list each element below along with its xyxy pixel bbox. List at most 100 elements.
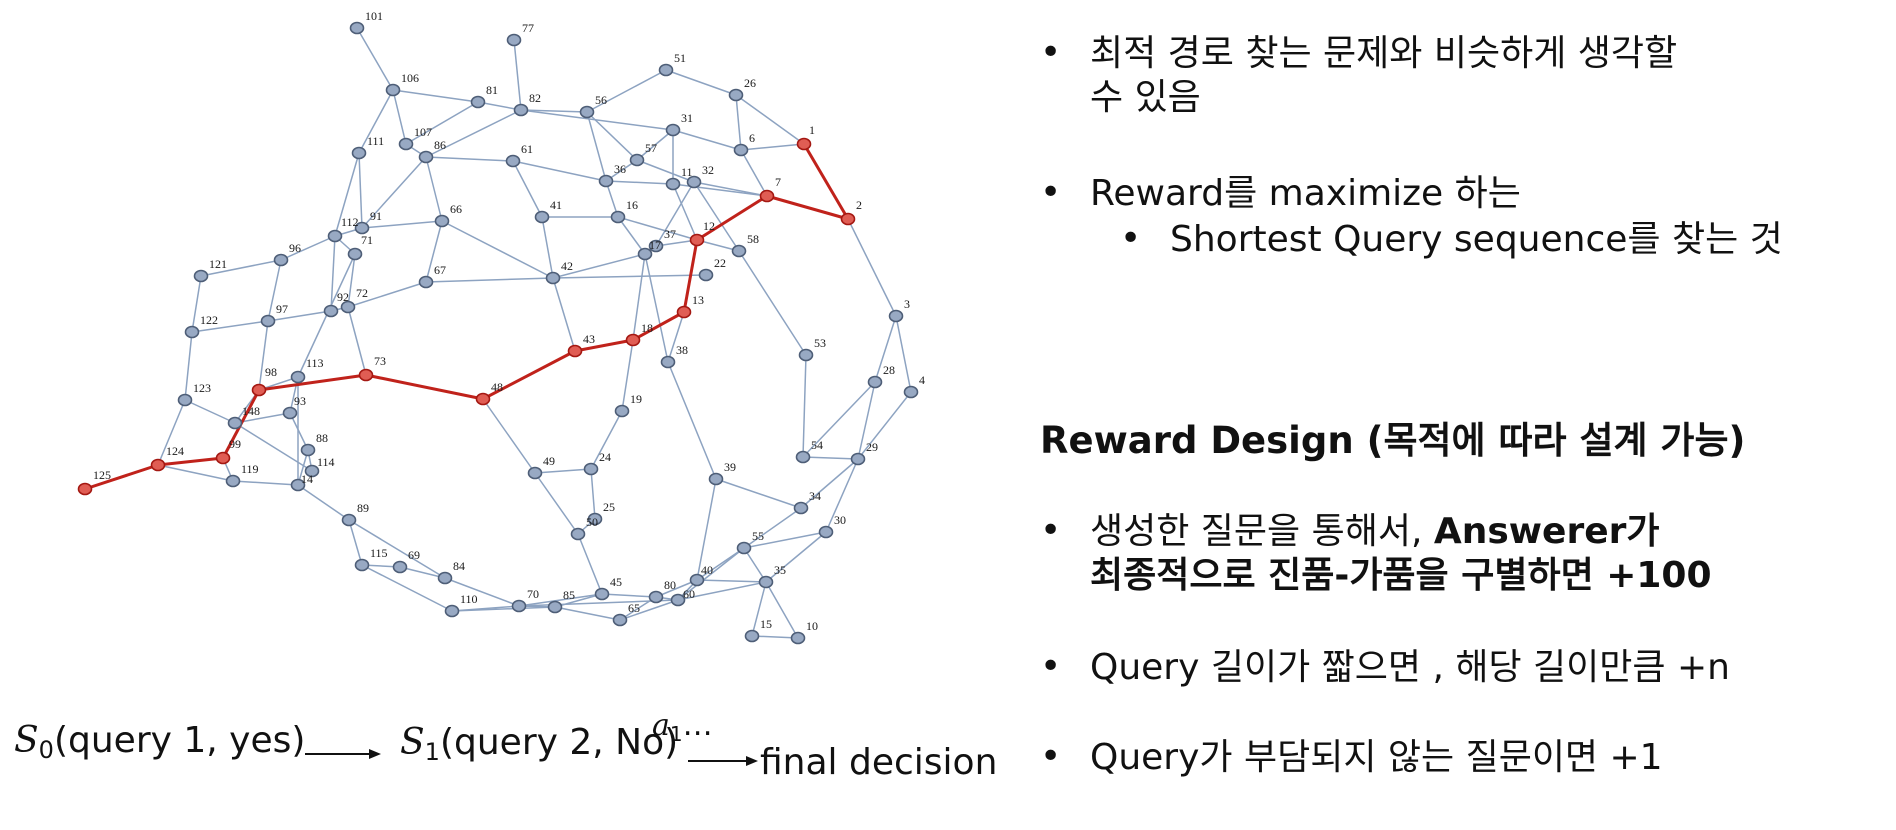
node-label: 54 <box>811 438 823 452</box>
graph-edge <box>554 606 621 621</box>
node-label: 53 <box>814 336 826 350</box>
node-label: 50 <box>586 515 598 529</box>
node-label: 82 <box>529 91 541 105</box>
graph-node <box>534 210 550 224</box>
node-label: 36 <box>614 162 626 176</box>
node-label: 11 <box>681 165 693 179</box>
graph-edge <box>513 39 522 111</box>
s1-text: (query 2, No) <box>439 722 679 763</box>
graph-node <box>648 590 664 604</box>
graph-edge <box>258 320 269 391</box>
graph-edge <box>234 412 291 424</box>
bullet-text: 생성한 질문을 통해서, Answerer가 최종적으로 진품-가품을 구별하면… <box>1090 510 1712 598</box>
node-label: 96 <box>289 241 301 255</box>
graph-edge <box>534 468 592 474</box>
node-label: 7 <box>775 175 781 189</box>
graph-edge <box>802 456 859 460</box>
graph-node <box>505 154 521 168</box>
final-decision: final decision <box>760 742 997 783</box>
graph-edge <box>857 381 876 460</box>
graph-edge <box>425 109 522 158</box>
graph-edge <box>740 149 768 197</box>
s0-text: (query 1, yes) <box>53 720 306 761</box>
graph-edge <box>520 109 588 113</box>
node-label: 110 <box>460 592 478 606</box>
graph-edge <box>234 422 313 472</box>
graph-node <box>323 304 339 318</box>
node-label: 92 <box>337 290 349 304</box>
node-label: 22 <box>714 256 726 270</box>
graph-node <box>354 558 370 572</box>
graph-edge <box>672 129 742 151</box>
graph-edge <box>617 216 646 255</box>
node-label: 97 <box>276 302 288 316</box>
path-edge <box>766 194 849 221</box>
bullet-dot: • <box>1040 32 1062 73</box>
path-edge <box>258 373 367 392</box>
graph-node <box>354 221 370 235</box>
node-label: 61 <box>521 142 533 156</box>
graph-node <box>660 355 676 369</box>
graph-edge <box>361 564 453 612</box>
graph-edge <box>347 253 356 308</box>
graph-edge <box>693 181 768 197</box>
bullet-line: 생성한 질문을 통해서, Answerer가 <box>1090 510 1712 554</box>
text-run: 최적 경로 찾는 문제와 비슷하게 생각할 <box>1090 33 1678 74</box>
node-label: 3 <box>904 297 910 311</box>
bullet-dot: • <box>1040 736 1062 777</box>
graph-edge <box>751 581 767 637</box>
graph-edge <box>356 27 394 91</box>
graph-node <box>790 631 806 645</box>
graph-edge <box>735 94 742 151</box>
node-label: 84 <box>453 559 465 573</box>
graph-node <box>665 177 681 191</box>
node-label: 125 <box>93 468 111 482</box>
node-label: 58 <box>747 232 759 246</box>
state-s0: S0(query 1, yes) <box>14 720 305 764</box>
bullet-dot: • <box>1040 172 1062 213</box>
node-label: 51 <box>674 51 686 65</box>
graph-edge <box>577 533 603 595</box>
graph-node <box>418 150 434 164</box>
node-label: 34 <box>809 489 821 503</box>
graph-edge <box>825 458 859 533</box>
edge-layer <box>157 27 912 639</box>
graph-node <box>648 239 664 253</box>
graph-edge <box>667 361 717 480</box>
node-label: 24 <box>599 450 611 464</box>
graph-edge <box>191 320 269 333</box>
graph-node <box>398 137 414 151</box>
node-label: 86 <box>434 138 446 152</box>
graph-edge <box>552 277 576 352</box>
graph-node <box>506 33 522 47</box>
graph-edge <box>740 143 805 151</box>
graph-node <box>670 593 686 607</box>
bullet-dot: • <box>1120 218 1142 259</box>
path-node <box>251 383 267 397</box>
node-label: 49 <box>543 454 555 468</box>
action-ellipsis: … <box>682 708 713 743</box>
node-label: 31 <box>681 111 693 125</box>
graph-edge <box>392 89 407 145</box>
graph-edge <box>552 274 707 279</box>
graph-node <box>282 406 298 420</box>
node-label: 106 <box>401 71 419 85</box>
graph-edge <box>590 410 623 470</box>
node-label: 39 <box>724 460 736 474</box>
node-label: 88 <box>316 431 328 445</box>
graph-edge <box>191 275 202 333</box>
graph-edge <box>743 547 767 583</box>
bullet-line: 수 있음 <box>1090 76 1677 120</box>
graph-node <box>612 613 628 627</box>
graph-node <box>545 271 561 285</box>
s1-subscript: 1 <box>424 738 440 766</box>
node-label: 25 <box>603 500 615 514</box>
graph-node <box>728 88 744 102</box>
arrow-2-head <box>746 756 758 766</box>
path-edge <box>802 143 850 220</box>
graph-node <box>392 560 408 574</box>
node-label: 122 <box>200 313 218 327</box>
graph-edge <box>552 253 646 279</box>
graph-node <box>513 103 529 117</box>
graph-node <box>193 269 209 283</box>
